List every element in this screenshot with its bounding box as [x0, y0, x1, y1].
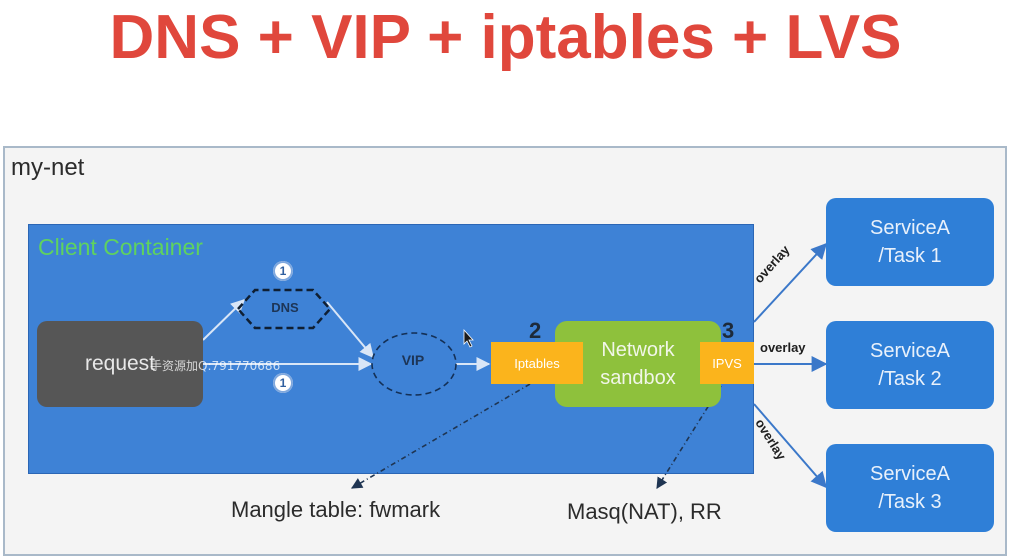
arrow-iptables-mangle [351, 383, 531, 489]
service-task: /Task 1 [878, 245, 942, 267]
watermark-text: 手资源加Q:791770686 [150, 359, 281, 373]
sandbox-label-line1: Network [601, 339, 675, 361]
step-badge-vip: 1 [273, 373, 293, 393]
dns-node [236, 288, 332, 330]
iptables-tag: Iptables [491, 342, 583, 384]
sandbox-label-line2: sandbox [600, 367, 676, 389]
dns-label: DNS [271, 300, 299, 315]
iptables-label: Iptables [514, 355, 560, 371]
step-badge-dns: 1 [273, 261, 293, 281]
request-label: request [84, 352, 156, 375]
service-name: ServiceA [869, 463, 951, 485]
service-task-2: ServiceA /Task 2 [826, 321, 994, 409]
ipvs-label: IPVS [712, 355, 742, 371]
mangle-table-annotation: Mangle table: fwmark [231, 497, 441, 522]
arrow-overlay-task1 [753, 242, 828, 323]
service-task: /Task 3 [878, 491, 942, 513]
service-name: ServiceA [869, 217, 951, 239]
service-task-3: ServiceA /Task 3 [826, 444, 994, 532]
service-task: /Task 2 [878, 368, 942, 390]
arrow-overlay-task3 [753, 403, 828, 489]
vip-label: VIP [401, 352, 425, 368]
mouse-cursor-icon [463, 328, 474, 348]
step-number-iptables: 2 [529, 318, 542, 343]
masq-nat-annotation: Masq(NAT), RR [567, 499, 722, 524]
overlay-label-task2: overlay [760, 340, 806, 355]
client-container-label: Client Container [38, 234, 203, 260]
arrow-request-dns [202, 299, 246, 341]
network-label: my-net [11, 154, 85, 181]
vip-node [371, 332, 457, 396]
page-title: DNS + VIP + iptables + LVS [109, 3, 902, 72]
arrow-dns-vip [326, 301, 374, 359]
service-task-1: ServiceA /Task 1 [826, 198, 994, 286]
service-name: ServiceA [869, 340, 951, 362]
ipvs-tag: IPVS [700, 342, 754, 384]
step-number-ipvs: 3 [722, 318, 735, 343]
request-node: request [37, 321, 203, 407]
